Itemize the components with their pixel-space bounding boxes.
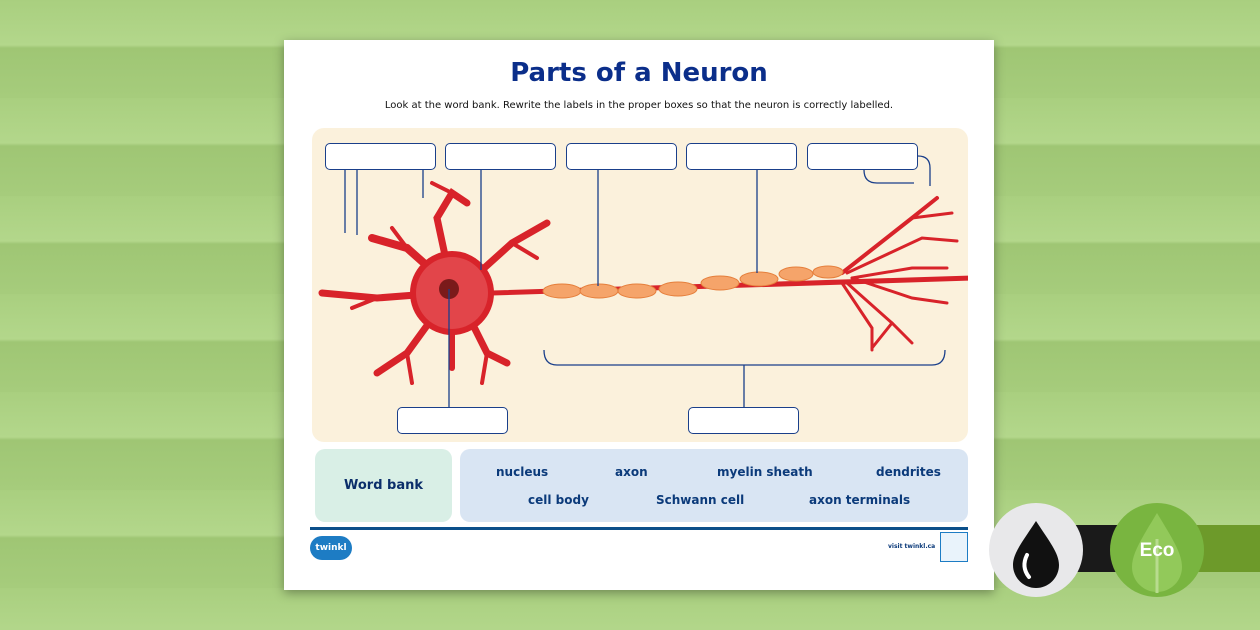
word: cell body xyxy=(528,493,589,507)
footer-divider xyxy=(310,527,968,530)
leaf-icon xyxy=(1132,513,1182,593)
quality-badge-icon xyxy=(940,532,968,562)
page-title: Parts of a Neuron xyxy=(510,58,768,88)
label-box-6[interactable] xyxy=(397,407,508,434)
label-box-2[interactable] xyxy=(445,143,556,170)
word: myelin sheath xyxy=(717,465,813,479)
twinkl-logo: twinkl xyxy=(310,536,352,560)
label-leader-lines xyxy=(344,155,946,408)
eco-badge: Eco xyxy=(1110,503,1204,597)
word: axon terminals xyxy=(809,493,911,507)
word: nucleus xyxy=(496,465,549,479)
ink-drop-icon xyxy=(1013,521,1059,588)
eco-label: Eco xyxy=(1139,540,1175,561)
visit-link[interactable]: visit twinkl.ca xyxy=(888,543,936,550)
label-box-3[interactable] xyxy=(566,143,677,170)
word-bank: nucleus axon myelin sheath dendrites cel… xyxy=(460,449,968,522)
label-box-5[interactable] xyxy=(807,143,918,170)
neuron-diagram-panel xyxy=(312,128,968,442)
neuron-diagram xyxy=(318,155,968,408)
word: axon xyxy=(615,465,648,479)
worksheet: Parts of a Neuron Look at the word bank.… xyxy=(284,40,994,590)
label-box-4[interactable] xyxy=(686,143,797,170)
word: Schwann cell xyxy=(656,493,745,507)
instructions: Look at the word bank. Rewrite the label… xyxy=(384,100,894,111)
ink-drop-badge xyxy=(989,503,1083,597)
word: dendrites xyxy=(876,465,941,479)
myelin-sheath-drawing xyxy=(542,265,844,299)
label-box-7[interactable] xyxy=(688,407,799,434)
label-box-1[interactable] xyxy=(325,143,436,170)
word-bank-label: Word bank xyxy=(315,449,452,522)
